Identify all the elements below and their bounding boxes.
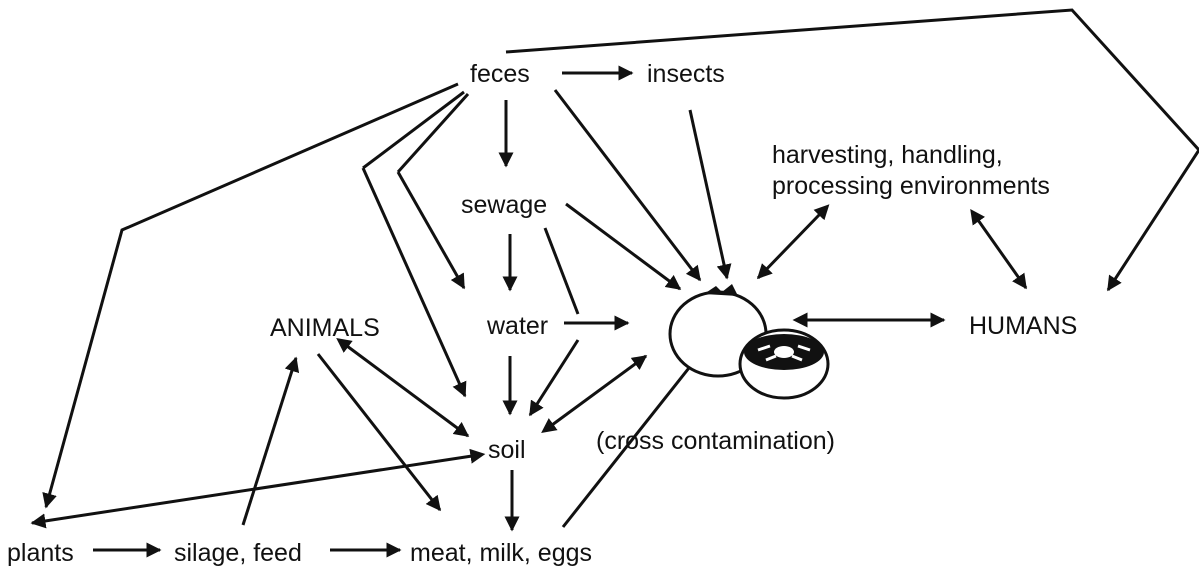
edges [32, 10, 1199, 550]
edge-water-soil-diag [530, 340, 578, 415]
edge-soil-tomato[interactable] [552, 356, 646, 425]
node-humans[interactable]: HUMANS [969, 312, 1077, 340]
edge-harvesting-humans[interactable] [978, 220, 1026, 288]
edge-feces-plants [46, 84, 458, 507]
node-animals[interactable]: ANIMALS [270, 314, 380, 342]
label-cross-contamination: (cross contamination) [596, 427, 835, 455]
node-meat-milk-eggs[interactable]: meat, milk, eggs [410, 539, 592, 567]
edge-sewage-soil [545, 228, 578, 314]
edge-harvesting-tomato[interactable] [758, 214, 820, 278]
node-water[interactable]: water [486, 312, 548, 340]
edge-animals-meat [318, 354, 440, 510]
edge-silage-animals [243, 358, 296, 525]
edge-sewage-tomato [566, 204, 680, 289]
node-harvesting-line2[interactable]: processing environments [772, 172, 1050, 200]
node-soil[interactable]: soil [488, 436, 526, 464]
node-insects[interactable]: insects [647, 60, 725, 88]
node-labels: feces insects sewage water ANIMALS soil … [7, 60, 1077, 567]
node-harvesting-line1[interactable]: harvesting, handling, [772, 141, 1003, 169]
edge-soil-plants[interactable] [32, 456, 472, 523]
tomato-icon [670, 284, 828, 398]
node-sewage[interactable]: sewage [461, 191, 547, 219]
edge-insects-tomato [690, 110, 727, 278]
half-tomato-center [774, 346, 794, 358]
tomato-calyx [704, 284, 738, 296]
node-plants[interactable]: plants [7, 539, 74, 567]
node-silage-feed[interactable]: silage, feed [174, 539, 302, 567]
node-feces[interactable]: feces [470, 60, 530, 88]
